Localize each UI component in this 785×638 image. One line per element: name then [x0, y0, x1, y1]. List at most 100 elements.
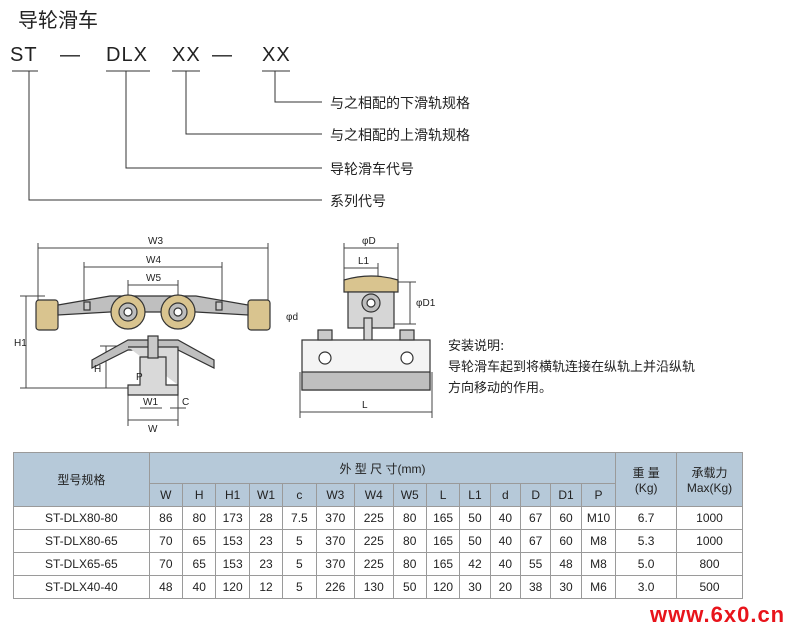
cell: 40	[182, 575, 217, 599]
cell-weight: 5.3	[615, 529, 678, 553]
cell-load: 1000	[676, 529, 743, 553]
col-header: W5	[392, 483, 427, 507]
cell: 165	[425, 506, 461, 530]
col-header: D	[519, 483, 552, 507]
label-w3: W3	[148, 236, 163, 247]
header-load-unit: Max(Kg)	[686, 481, 733, 495]
label-phid: φd	[286, 312, 298, 323]
cell: 225	[354, 506, 394, 530]
cell: M8	[580, 552, 617, 576]
code-upper-rail: XX	[172, 44, 201, 66]
cell: M10	[580, 506, 617, 530]
cell-load: 1000	[676, 506, 743, 530]
label-h1: H1	[14, 338, 27, 349]
col-header: H	[182, 483, 217, 507]
cell: 42	[459, 552, 491, 576]
cell: 80	[392, 506, 427, 530]
cell: 153	[215, 529, 250, 553]
header-load-label: 承载力	[691, 466, 728, 480]
cell: M8	[580, 529, 617, 553]
header-weight: 重 量 (Kg)	[615, 452, 678, 507]
label-l1: L1	[358, 256, 370, 267]
legend-lower-rail: 与之相配的下滑轨规格	[330, 96, 470, 112]
install-notes: 安装说明: 导轮滑车起到将横轨连接在纵轨上并沿纵轨 方向移动的作用。	[448, 336, 695, 399]
cell-model: ST-DLX80-65	[13, 529, 150, 553]
col-header: W4	[354, 483, 394, 507]
col-header: c	[282, 483, 317, 507]
spec-table: 型号规格 外 型 尺 寸(mm) 重 量 (Kg) 承载力 Max(Kg) W …	[13, 452, 743, 599]
cell: 30	[459, 575, 491, 599]
cell-model: ST-DLX40-40	[13, 575, 150, 599]
cell: 370	[315, 552, 356, 576]
cell: 86	[148, 506, 184, 530]
label-l: L	[362, 400, 368, 411]
cell: 12	[248, 575, 284, 599]
cell: 40	[489, 552, 522, 576]
label-w: W	[148, 424, 158, 435]
cell: 173	[215, 506, 250, 530]
code-model: DLX	[106, 44, 148, 66]
cell: 60	[550, 529, 582, 553]
cell: 28	[248, 506, 284, 530]
legend-trolley-code: 导轮滑车代号	[330, 162, 414, 178]
code-series: ST	[10, 44, 38, 66]
cell: 38	[519, 575, 552, 599]
cell: 80	[392, 529, 427, 553]
trolley-drawing: W3 W4 W5 H1 H P W1 C W φd φD L1 φD1 L	[14, 236, 436, 435]
header-dimensions: 外 型 尺 寸(mm)	[148, 452, 617, 484]
cell: 153	[215, 552, 250, 576]
cell: 165	[425, 552, 461, 576]
col-header: D1	[550, 483, 582, 507]
table-row: ST-DLX80-80 86 80 173 28 7.5 370 225 80 …	[13, 506, 743, 530]
cell: 225	[354, 529, 394, 553]
label-w1: W1	[143, 397, 158, 408]
col-header: W1	[248, 483, 284, 507]
site-watermark: www.6x0.cn	[650, 602, 785, 627]
cell: 60	[550, 506, 582, 530]
install-title: 安装说明:	[448, 339, 505, 354]
cell: 130	[354, 575, 394, 599]
cell-load: 500	[676, 575, 743, 599]
table-row: ST-DLX40-40 48 40 120 12 5 226 130 50 12…	[13, 575, 743, 599]
col-header: W3	[315, 483, 356, 507]
col-header: W	[148, 483, 184, 507]
label-w4: W4	[146, 255, 161, 266]
cell: 65	[182, 529, 217, 553]
table-row: ST-DLX65-65 70 65 153 23 5 370 225 80 16…	[13, 552, 743, 576]
cell: 55	[519, 552, 552, 576]
code-lower-rail: XX	[262, 44, 291, 66]
install-line-1: 导轮滑车起到将横轨连接在纵轨上并沿纵轨	[448, 360, 696, 375]
cell-weight: 5.0	[615, 552, 678, 576]
col-header: H1	[215, 483, 250, 507]
table-row: ST-DLX80-65 70 65 153 23 5 370 225 80 16…	[13, 529, 743, 553]
cell: 50	[392, 575, 427, 599]
col-header: d	[489, 483, 522, 507]
cell: 23	[248, 529, 284, 553]
cell: 370	[315, 506, 356, 530]
cell: 70	[148, 552, 184, 576]
page-title: 导轮滑车	[18, 8, 98, 32]
cell: 30	[550, 575, 582, 599]
header-weight-label: 重 量	[632, 466, 660, 480]
code-dash-2: —	[212, 44, 233, 66]
cell: 20	[489, 575, 522, 599]
cell: 48	[550, 552, 582, 576]
label-h: H	[94, 364, 101, 375]
col-header: L1	[459, 483, 491, 507]
col-header: L	[425, 483, 461, 507]
cell-model: ST-DLX65-65	[13, 552, 150, 576]
cell: 5	[282, 552, 317, 576]
cell-weight: 3.0	[615, 575, 678, 599]
cell-load: 800	[676, 552, 743, 576]
cell: M6	[580, 575, 617, 599]
header-weight-unit: (Kg)	[634, 481, 658, 495]
cell: 5	[282, 529, 317, 553]
cell-weight: 6.7	[615, 506, 678, 530]
cell: 70	[148, 529, 184, 553]
cell: 80	[182, 506, 217, 530]
cell: 50	[459, 506, 491, 530]
cell: 65	[182, 552, 217, 576]
cell: 80	[392, 552, 427, 576]
label-c: C	[182, 397, 189, 408]
code-dash-1: —	[60, 44, 81, 66]
